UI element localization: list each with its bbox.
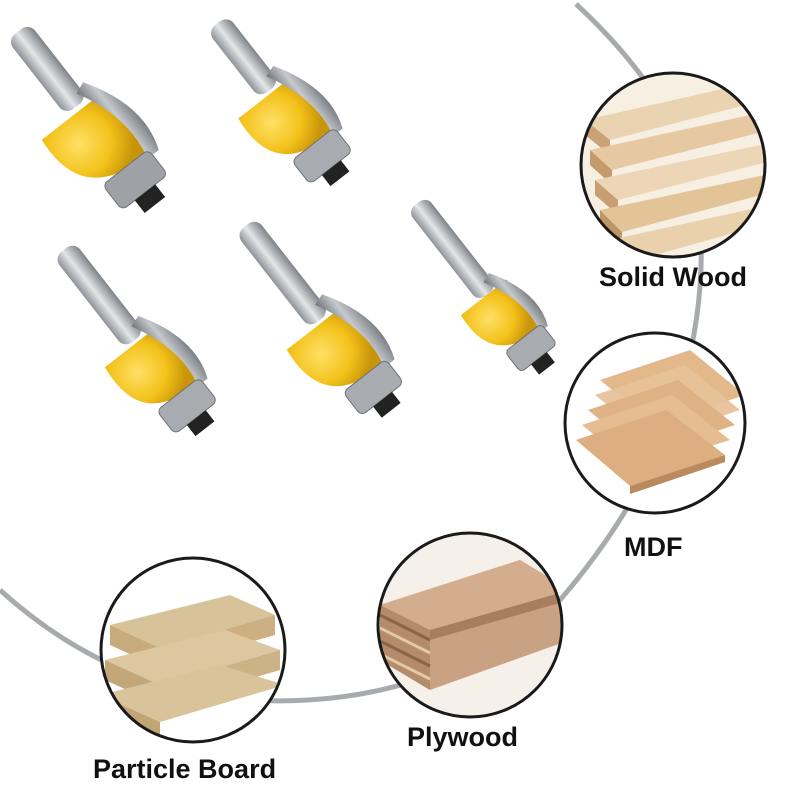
plywood-image — [376, 531, 564, 719]
label-particle-board: Particle Board — [93, 754, 277, 784]
router-bit-2 — [211, 19, 351, 187]
solid-wood-image — [579, 71, 767, 259]
router-bit-5 — [411, 199, 556, 375]
label-mdf: MDF — [624, 532, 683, 562]
router-bit-4 — [239, 221, 402, 418]
label-plywood: Plywood — [407, 722, 519, 752]
router-bit-3 — [57, 245, 216, 437]
mdf-image — [563, 331, 747, 515]
router-bit-1 — [11, 26, 166, 214]
particle-board-image — [99, 556, 287, 744]
label-solid-wood: Solid Wood — [599, 262, 747, 292]
